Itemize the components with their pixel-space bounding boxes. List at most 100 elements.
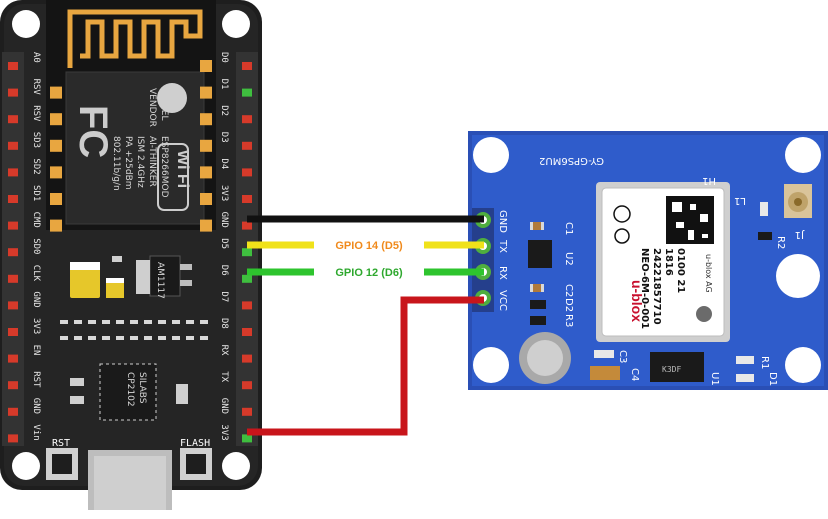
svg-text:C4: C4 bbox=[629, 368, 640, 381]
module-castellation bbox=[200, 193, 212, 205]
mounting-hole bbox=[776, 254, 820, 298]
svg-text:ISM 2.4GHz: ISM 2.4GHz bbox=[135, 136, 145, 188]
right-pin-label: D2 bbox=[219, 105, 229, 116]
right-pin-pad bbox=[242, 274, 252, 283]
module-castellation bbox=[50, 113, 62, 126]
module-castellation bbox=[200, 60, 212, 72]
left-pin-label: EN bbox=[31, 345, 41, 356]
left-pin-label: GND bbox=[31, 291, 41, 307]
left-pin-label: 3V3 bbox=[31, 318, 41, 334]
svg-text:NEO-6M-0-001: NEO-6M-0-001 bbox=[639, 248, 650, 329]
module-castellation bbox=[50, 139, 62, 152]
left-pin-pad bbox=[8, 141, 18, 150]
right-pin-label: D7 bbox=[219, 291, 229, 302]
tx-wire-label: GPIO 14 (D5) bbox=[335, 240, 403, 252]
svg-text:ESP8266MOD: ESP8266MOD bbox=[159, 136, 169, 198]
tantalum-capacitor bbox=[70, 262, 100, 298]
flash-button[interactable] bbox=[180, 448, 212, 480]
left-pin-pad bbox=[8, 434, 18, 443]
wifi-logo: Wi Fi bbox=[157, 143, 191, 211]
svg-text:R2: R2 bbox=[775, 236, 786, 249]
svg-text:L1: L1 bbox=[734, 195, 746, 206]
mounting-hole bbox=[785, 137, 821, 173]
right-pin-pad bbox=[242, 407, 252, 416]
module-castellation bbox=[200, 113, 212, 126]
right-pin-label: D1 bbox=[219, 79, 229, 90]
fcc-logo: FC bbox=[71, 105, 115, 158]
left-pin-label: SD0 bbox=[31, 238, 41, 254]
svg-text:VENDOR: VENDOR bbox=[147, 88, 157, 127]
mounting-hole bbox=[785, 347, 821, 383]
right-pin-label: D6 bbox=[219, 265, 229, 276]
module-castellation bbox=[50, 86, 62, 99]
module-castellation bbox=[200, 166, 212, 179]
module-castellation bbox=[200, 219, 212, 232]
right-pin-label: D8 bbox=[219, 318, 229, 329]
mounting-hole bbox=[222, 452, 250, 480]
right-pin-pad bbox=[242, 328, 252, 336]
right-pin-label: D0 bbox=[219, 52, 229, 63]
gps-pin-tx: TX bbox=[497, 239, 508, 253]
svg-text:U1: U1 bbox=[709, 372, 720, 386]
gps-module: GY-GPS6MU2 GND TX RX VCC C1 U2 C2 D2 R3 … bbox=[468, 131, 828, 390]
svg-text:D1: D1 bbox=[767, 372, 778, 386]
left-pin-pad bbox=[8, 301, 18, 310]
svg-text:C1: C1 bbox=[563, 222, 574, 235]
mounting-hole bbox=[12, 10, 40, 38]
svg-text:24221857710: 24221857710 bbox=[651, 248, 662, 325]
antenna-connector: J1 bbox=[784, 184, 812, 240]
svg-text:1816: 1816 bbox=[663, 248, 674, 276]
right-pin-label: D3 bbox=[219, 132, 229, 143]
gps-pin-vcc: VCC bbox=[497, 290, 508, 311]
rst-button[interactable] bbox=[46, 448, 78, 480]
right-pin-label: RX bbox=[219, 345, 229, 356]
left-pin-pad bbox=[8, 354, 18, 363]
svg-text:K3DF: K3DF bbox=[662, 365, 681, 374]
mounting-hole bbox=[222, 10, 250, 38]
right-pin-pad bbox=[242, 301, 252, 310]
right-pin-pad bbox=[242, 221, 252, 230]
left-pin-pad bbox=[8, 195, 18, 203]
left-pin-label: CMD bbox=[31, 212, 41, 228]
u1-chip: K3DF U1 bbox=[650, 352, 720, 386]
svg-text:R1: R1 bbox=[759, 356, 770, 369]
pad-row bbox=[60, 320, 208, 340]
left-pin-label: SD1 bbox=[31, 185, 41, 201]
left-pin-label: RST bbox=[31, 371, 41, 388]
left-pin-label: GND bbox=[31, 398, 41, 414]
svg-text:802.11b/g/n: 802.11b/g/n bbox=[111, 136, 121, 191]
right-pin-label: TX bbox=[219, 371, 229, 382]
left-pin-pad bbox=[8, 168, 18, 177]
right-pin-pad bbox=[242, 88, 252, 97]
right-pin-label: 3V3 bbox=[219, 424, 229, 440]
left-pin-label: A0 bbox=[31, 52, 41, 63]
right-pin-pad bbox=[242, 62, 252, 70]
left-pin-label: SD2 bbox=[31, 158, 41, 174]
mounting-hole bbox=[473, 137, 509, 173]
ai-thinker-logo-icon bbox=[157, 83, 187, 113]
svg-text:u-blox AG: u-blox AG bbox=[704, 254, 713, 293]
u2-chip bbox=[528, 240, 552, 268]
svg-text:Wi Fi: Wi Fi bbox=[174, 150, 191, 188]
right-pin-pad bbox=[242, 248, 252, 257]
nodemcu-board: FC MODEL VENDOR ESP8266MOD AI-THINKER IS… bbox=[0, 0, 262, 510]
usb-uart-chip: SILABS CP2102 bbox=[99, 363, 157, 421]
rx-wire-label: GPIO 12 (D6) bbox=[335, 267, 403, 279]
right-pin-label: D4 bbox=[219, 158, 229, 169]
svg-text:R3: R3 bbox=[563, 314, 574, 327]
left-pin-label: RSV bbox=[31, 79, 41, 96]
gps-title: GY-GPS6MU2 bbox=[539, 155, 604, 166]
voltage-regulator: AM1117 bbox=[136, 255, 192, 299]
svg-text:U2: U2 bbox=[563, 252, 574, 266]
svg-text:AI-THINKER: AI-THINKER bbox=[147, 136, 157, 187]
left-pin-label: SD3 bbox=[31, 132, 41, 148]
left-pin-pad bbox=[8, 381, 18, 390]
svg-text:H1: H1 bbox=[702, 175, 716, 186]
module-castellation bbox=[200, 86, 212, 99]
wires: GPIO 14 (D5) GPIO 12 (D6) bbox=[247, 215, 484, 436]
module-castellation bbox=[200, 139, 212, 152]
right-pin-pad bbox=[242, 195, 252, 203]
neo-6m-module: H1 NEO-6M-0-001 24221857710 1816 0100 21… bbox=[596, 175, 730, 342]
left-pin-pad bbox=[8, 248, 18, 257]
